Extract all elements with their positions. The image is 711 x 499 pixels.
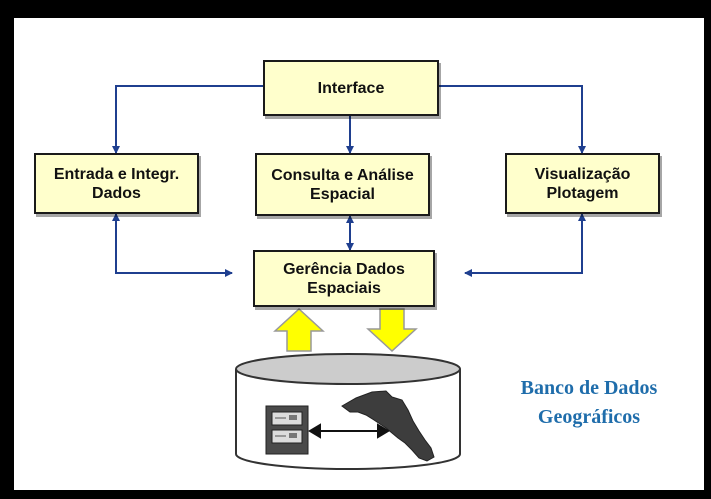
consulta-box: Consulta e Análise Espacial: [255, 153, 430, 216]
database-title: Banco de Dados Geográficos: [520, 377, 658, 428]
gerencia-label: Gerência Dados Espaciais: [283, 260, 405, 297]
entrada-box: Entrada e Integr. Dados: [34, 153, 199, 214]
gerencia-box: Gerência Dados Espaciais: [253, 250, 435, 307]
interface-box: Interface: [263, 60, 439, 116]
interface-label: Interface: [317, 79, 385, 97]
entrada-label: Entrada e Integr. Dados: [53, 165, 180, 202]
visualizacao-box: Visualização Plotagem: [505, 153, 660, 214]
consulta-label: Consulta e Análise Espacial: [271, 166, 414, 203]
visualizacao-label: Visualização Plotagem: [534, 165, 631, 202]
